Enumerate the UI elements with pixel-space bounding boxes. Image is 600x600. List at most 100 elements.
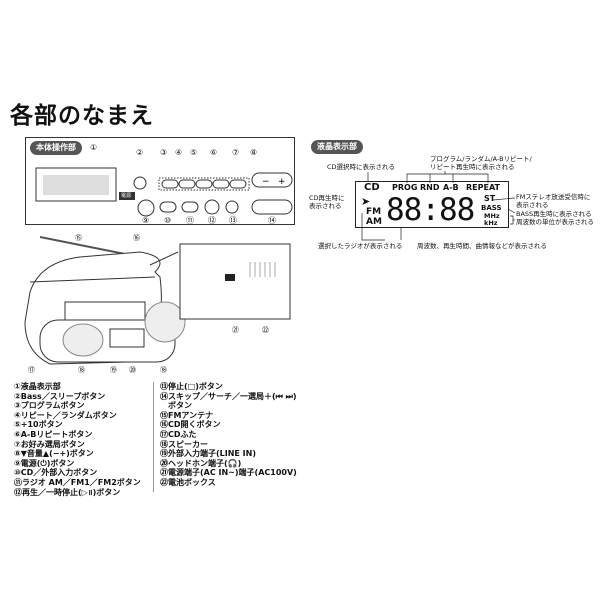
callout-8: ⑧ [250,148,258,157]
callout-3: ③ [160,148,168,157]
part-item: ⑭スキップ／サーチ／一選局＋(⏮ ⏭) [160,391,297,401]
part-item: ⑬停止(□)ボタン [160,382,223,391]
callout-17: ⑰ [28,366,35,374]
part-item: ⑫再生／一時停止(▷॥)ボタン [14,487,121,497]
part-item: ④リピート／ランダムボタン [14,410,117,420]
callout-15: ⑮ [75,234,82,242]
part-item: ③プログラムボタン [14,401,85,411]
note-prog-2: リピート再生時に表示される [430,163,515,171]
callout-21: ㉑ [232,326,239,334]
page-title: 各部のなまえ [10,103,154,129]
stop-button [225,200,239,214]
callout-14: ⑭ [268,216,276,225]
part-item: ①液晶表示部 [14,382,61,391]
callout-9: ⑨ [142,216,150,225]
play-pause-button [204,199,220,215]
note-fm-stereo: FMステレオ放送受信時に [516,193,591,201]
lcd-fm: FM [366,207,382,217]
parts-list-left: ①液晶表示部 ②Bass／スリープボタン ③プログラムボタン ④リピート／ランダ… [14,382,141,497]
callout-10: ⑩ [164,216,172,225]
panel-drawing: −+ [35,167,293,217]
parts-list-right: ⑬停止(□)ボタン ⑭スキップ／サーチ／一選局＋(⏮ ⏭) ボタン ⑮FMアンテ… [153,382,297,492]
lcd-khz: kHz [484,219,498,227]
lcd-frame [355,181,509,228]
note-freq: 周波数、再生時間、曲情報などが表示される [417,242,547,250]
callout-22: ㉒ [262,326,269,334]
note-cd-play: CD再生時に [309,194,345,202]
callout-5: ⑤ [190,148,198,157]
part-item: ⑧▼音量▲(−+)ボタン [14,449,94,459]
power-label-box [119,192,135,200]
fm-antenna [39,236,126,255]
jack-panel [109,328,145,348]
lcd-prog: PROG [392,183,418,192]
number-buttons [161,179,247,189]
power-label: 電源 [121,193,132,199]
lcd-ab: A-B [443,183,459,192]
note-cd-select: CD選択時に表示される [327,163,396,171]
callout-20: ⑳ [129,366,136,374]
part-item: ⑩CD／外部入力ボタン [14,468,98,478]
callout-6: ⑥ [210,148,218,157]
callout-11: ⑪ [186,216,194,225]
callout-12: ⑫ [208,216,216,225]
lcd-rnd: RND [420,183,440,192]
part-item: ボタン [160,401,192,411]
callout-1: ① [90,143,98,152]
volume-button [251,172,293,188]
callout-16: ⑯ [133,234,140,242]
part-item: ⑦お好み選局ボタン [14,439,85,449]
callout-19: ⑲ [110,366,117,374]
note-cd-play-2: 表示される [309,202,342,210]
rear-detail [179,243,291,320]
callout-7: ⑦ [232,148,240,157]
part-item: ⑱スピーカー [160,439,208,449]
lcd-digits: 88:88 [386,192,475,228]
lcd-repeat: REPEAT [466,183,500,192]
callout-4: ④ [175,148,183,157]
bass-sleep-button [133,176,147,190]
panel-strip [64,301,146,321]
part-item: ⑯CD開くボタン [160,420,221,430]
radio-button [181,201,199,213]
control-panel-diagram: 本体操作部 −+ ① ② ③ ④ ⑤ ⑥ ⑦ ⑧ ⑨ ⑩ ⑪ ⑫ ⑬ ⑭ 電源 [25,137,295,225]
power-button [137,199,155,217]
speaker-left [62,323,104,357]
dotted-group [158,177,250,191]
play-arrow-icon: ➤ [361,195,371,208]
note-bass: BASS再生時に表示される [516,210,592,218]
skip-button [251,199,293,215]
lcd-mhz: MHz [484,212,500,220]
lcd-leader-lines [361,171,516,241]
note-radio: 選択したラジオが表示される [318,242,403,250]
part-item: ⑤+10ボタン [14,420,63,430]
plus-icon: + [278,177,286,187]
cd-button [159,201,177,213]
part-item: ㉑電源端子(AC IN~)端子(AC100V) [160,468,297,478]
note-fm-stereo-2: 表示される [516,201,549,209]
minus-icon: − [262,177,270,187]
display-screen [43,175,109,195]
callout-18b: ⑱ [160,366,167,374]
part-item: ⑲外部入力端子(LINE IN) [160,449,257,459]
callout-13: ⑬ [229,216,237,225]
part-item: ⑳ヘッドホン端子(🎧) [160,458,242,468]
callout-2: ② [136,148,144,157]
panel-label: 本体操作部 [30,141,82,155]
note-prog: プログラム/ランダム/A-Bリピート/ [430,155,532,163]
lcd-section-label: 液晶表示部 [311,140,363,154]
speaker-right [144,301,186,343]
ac-inlet [225,274,235,281]
lcd-bass: BASS [481,204,502,212]
part-item: ㉒電池ボックス [160,477,216,487]
device-drawing: ⑮ ⑯ ⑰ ⑱ ⑲ ⑳ ⑱ ㉑ ㉒ [24,234,291,374]
part-item: ⑥A-Bリピートボタン [14,429,93,439]
lcd-st: ST [484,194,496,203]
lcd-cd: CD [364,182,380,193]
part-item: ⑰CDふた [160,429,197,439]
note-unit: 周波数の単位が表示される [516,218,594,226]
lcd-am: AM [366,217,382,227]
part-item: ②Bass／スリープボタン [14,391,106,401]
callout-18: ⑱ [78,366,85,374]
part-item: ⑪ラジオ AM／FM1／FM2ボタン [14,477,141,487]
